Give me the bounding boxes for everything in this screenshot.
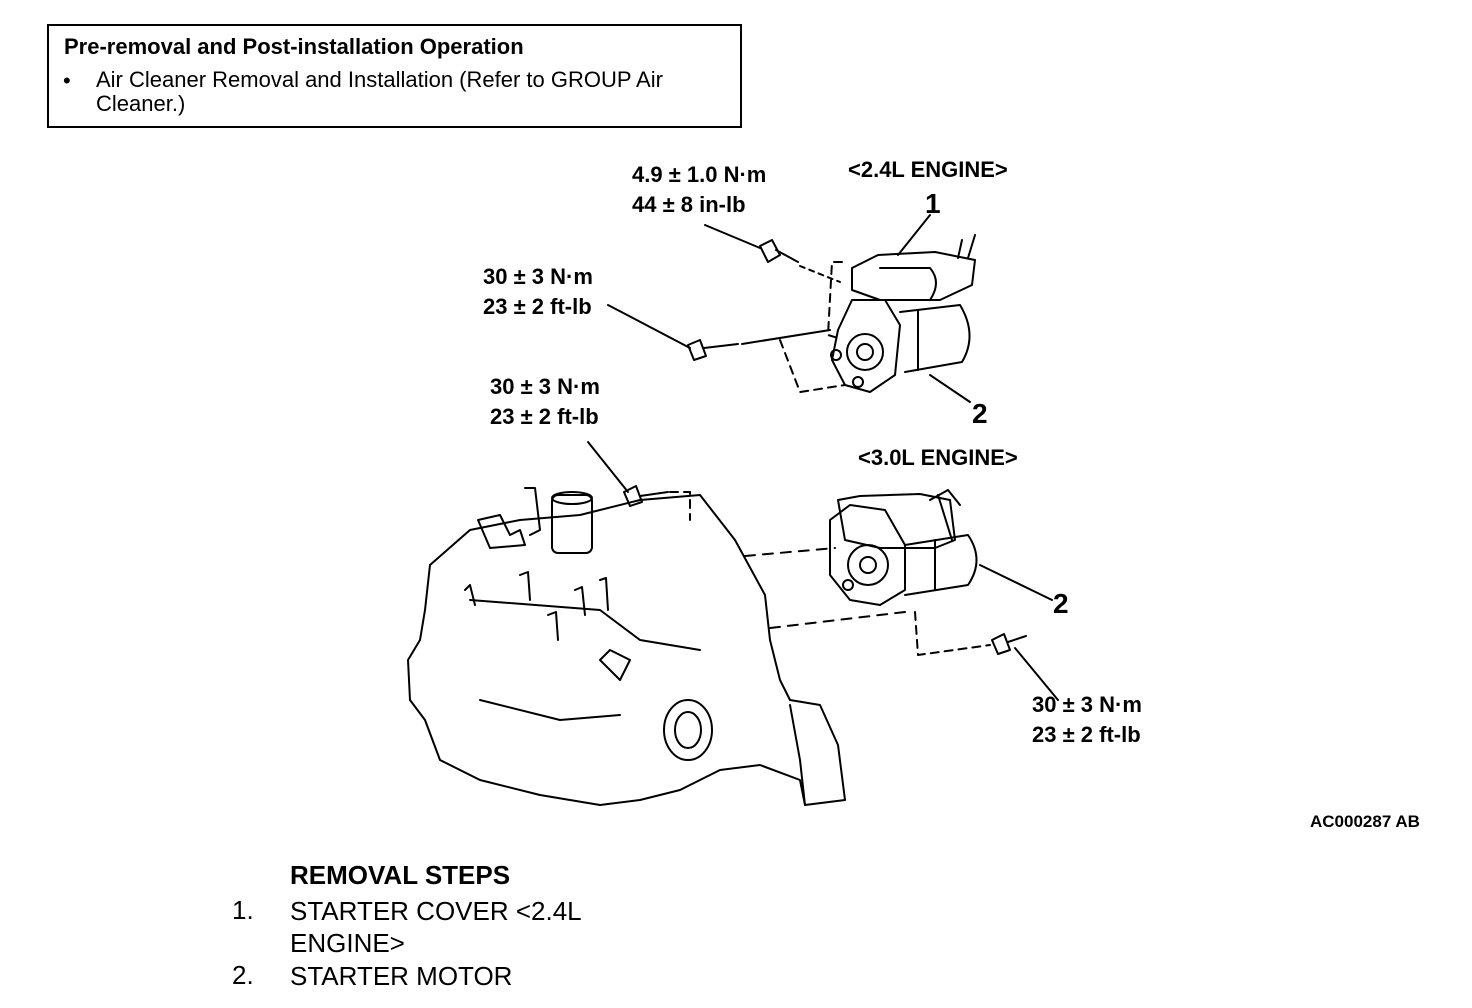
torque-lower-upper-bolt-ftlb: 23 ± 2 ft-lb xyxy=(490,404,599,429)
torque-cover-inlb: 44 ± 8 in-lb xyxy=(632,192,746,217)
lower-starter-motor xyxy=(829,489,978,606)
upper-starter-motor xyxy=(827,234,976,393)
pre-removal-title: Pre-removal and Post-installation Operat… xyxy=(64,34,524,59)
torque-upper-mount-nm: 30 ± 3 N·m xyxy=(483,264,593,289)
torque-lower-bolt-nm: 30 ± 3 N·m xyxy=(1032,692,1142,717)
removal-steps-title: REMOVAL STEPS xyxy=(290,860,511,890)
lower-bolts xyxy=(587,441,1059,701)
figure-id: AC000287 AB xyxy=(1310,812,1420,831)
callout-1: 1 xyxy=(925,188,941,219)
torque-upper-mount-ftlb: 23 ± 2 ft-lb xyxy=(483,294,592,319)
callout-leaders xyxy=(897,214,1053,601)
pre-removal-box: Pre-removal and Post-installation Operat… xyxy=(47,24,742,128)
callout-2-lower: 2 xyxy=(1053,588,1069,619)
cover-bolt xyxy=(704,224,841,283)
engine-30-label: <3.0L ENGINE> xyxy=(858,445,1018,470)
upper-mount-bolt xyxy=(607,304,846,393)
callout-2-upper: 2 xyxy=(972,398,988,429)
step-1-number: 1. xyxy=(232,895,254,925)
bullet-marker: • xyxy=(63,68,71,93)
engine-24-label: <2.4L ENGINE> xyxy=(848,157,1008,182)
step-1-text: STARTER COVER <2.4L ENGINE> xyxy=(290,896,581,958)
torque-lower-upper-bolt-nm: 30 ± 3 N·m xyxy=(490,374,600,399)
step-2-text: STARTER MOTOR xyxy=(290,961,513,991)
transaxle-housing xyxy=(407,487,846,806)
step-2-number: 2. xyxy=(232,960,254,990)
torque-cover-nm: 4.9 ± 1.0 N·m xyxy=(632,162,767,187)
pre-removal-item: Air Cleaner Removal and Installation (Re… xyxy=(96,67,663,116)
torque-lower-bolt-ftlb: 23 ± 2 ft-lb xyxy=(1032,722,1141,747)
